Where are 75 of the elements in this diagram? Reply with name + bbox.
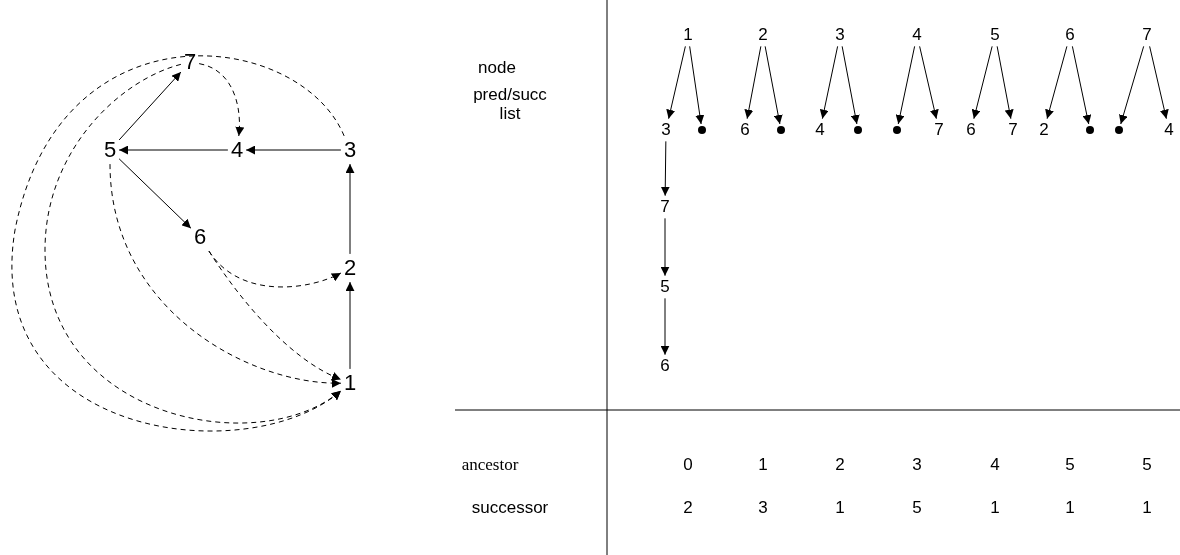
list-entry: 5 <box>660 277 670 297</box>
arrow <box>1071 45 1092 125</box>
arrow <box>198 63 244 137</box>
list-entry: 1 <box>683 25 693 45</box>
table-value: 3 <box>758 498 768 518</box>
arrow <box>919 45 939 120</box>
vertex-label: 3 <box>343 137 357 163</box>
arrow <box>971 45 993 120</box>
row-header: node <box>478 58 516 78</box>
arrow <box>1045 45 1068 120</box>
table-value: 1 <box>1142 498 1152 518</box>
table-value: 3 <box>912 455 922 475</box>
list-entry: 6 <box>740 120 750 140</box>
list-entry: 6 <box>1065 25 1075 45</box>
vertex-label: 7 <box>183 49 197 75</box>
arrow <box>1149 45 1169 120</box>
null-dot <box>777 126 785 134</box>
arrow <box>841 45 860 125</box>
table-value: 1 <box>1065 498 1075 518</box>
null-dot <box>1115 126 1123 134</box>
arrow <box>1119 45 1145 125</box>
list-entry: 2 <box>1039 120 1049 140</box>
table-value: 5 <box>912 498 922 518</box>
list-entry: 5 <box>990 25 1000 45</box>
row-header: successor <box>471 498 549 518</box>
null-dot <box>698 126 706 134</box>
arrow <box>666 45 686 120</box>
table-value: 5 <box>1065 455 1075 475</box>
row-header: pred/succ list <box>472 86 548 124</box>
arrow <box>109 163 342 388</box>
list-entry: 4 <box>815 120 825 140</box>
arrow <box>660 140 670 197</box>
vertex-label: 4 <box>230 137 244 163</box>
list-entry: 7 <box>1142 25 1152 45</box>
table-value: 0 <box>683 455 693 475</box>
row-header: ancestor <box>461 455 519 475</box>
arrow <box>764 45 783 125</box>
list-entry: 7 <box>1008 120 1018 140</box>
arrow <box>118 145 229 155</box>
arrow <box>996 45 1014 120</box>
arrow <box>660 297 670 356</box>
arrow <box>245 145 342 155</box>
list-entry: 7 <box>934 120 944 140</box>
arrow <box>118 158 192 229</box>
table-value: 2 <box>683 498 693 518</box>
arrow <box>345 281 355 370</box>
table-value: 1 <box>990 498 1000 518</box>
arrow <box>895 45 916 125</box>
vertex-label: 2 <box>343 255 357 281</box>
list-entry: 6 <box>660 356 670 376</box>
table-value: 2 <box>835 455 845 475</box>
list-entry: 4 <box>1164 120 1174 140</box>
arrow <box>660 217 670 277</box>
list-entry: 4 <box>912 25 922 45</box>
arrow <box>819 45 839 120</box>
list-entry: 7 <box>660 197 670 217</box>
arrow <box>345 163 355 255</box>
table-value: 1 <box>758 455 768 475</box>
table-value: 4 <box>990 455 1000 475</box>
arrow <box>744 45 762 120</box>
list-entry: 3 <box>661 120 671 140</box>
null-dot <box>1086 126 1094 134</box>
arrow <box>689 45 705 125</box>
list-entry: 2 <box>758 25 768 45</box>
list-entry: 3 <box>835 25 845 45</box>
list-entry: 6 <box>966 120 976 140</box>
vertex-label: 5 <box>103 137 117 163</box>
null-dot <box>854 126 862 134</box>
null-dot <box>893 126 901 134</box>
vertex-label: 1 <box>343 370 357 396</box>
table-value: 5 <box>1142 455 1152 475</box>
arrow <box>118 71 182 141</box>
vertex-label: 6 <box>193 224 207 250</box>
arrow <box>208 250 342 288</box>
table-value: 1 <box>835 498 845 518</box>
